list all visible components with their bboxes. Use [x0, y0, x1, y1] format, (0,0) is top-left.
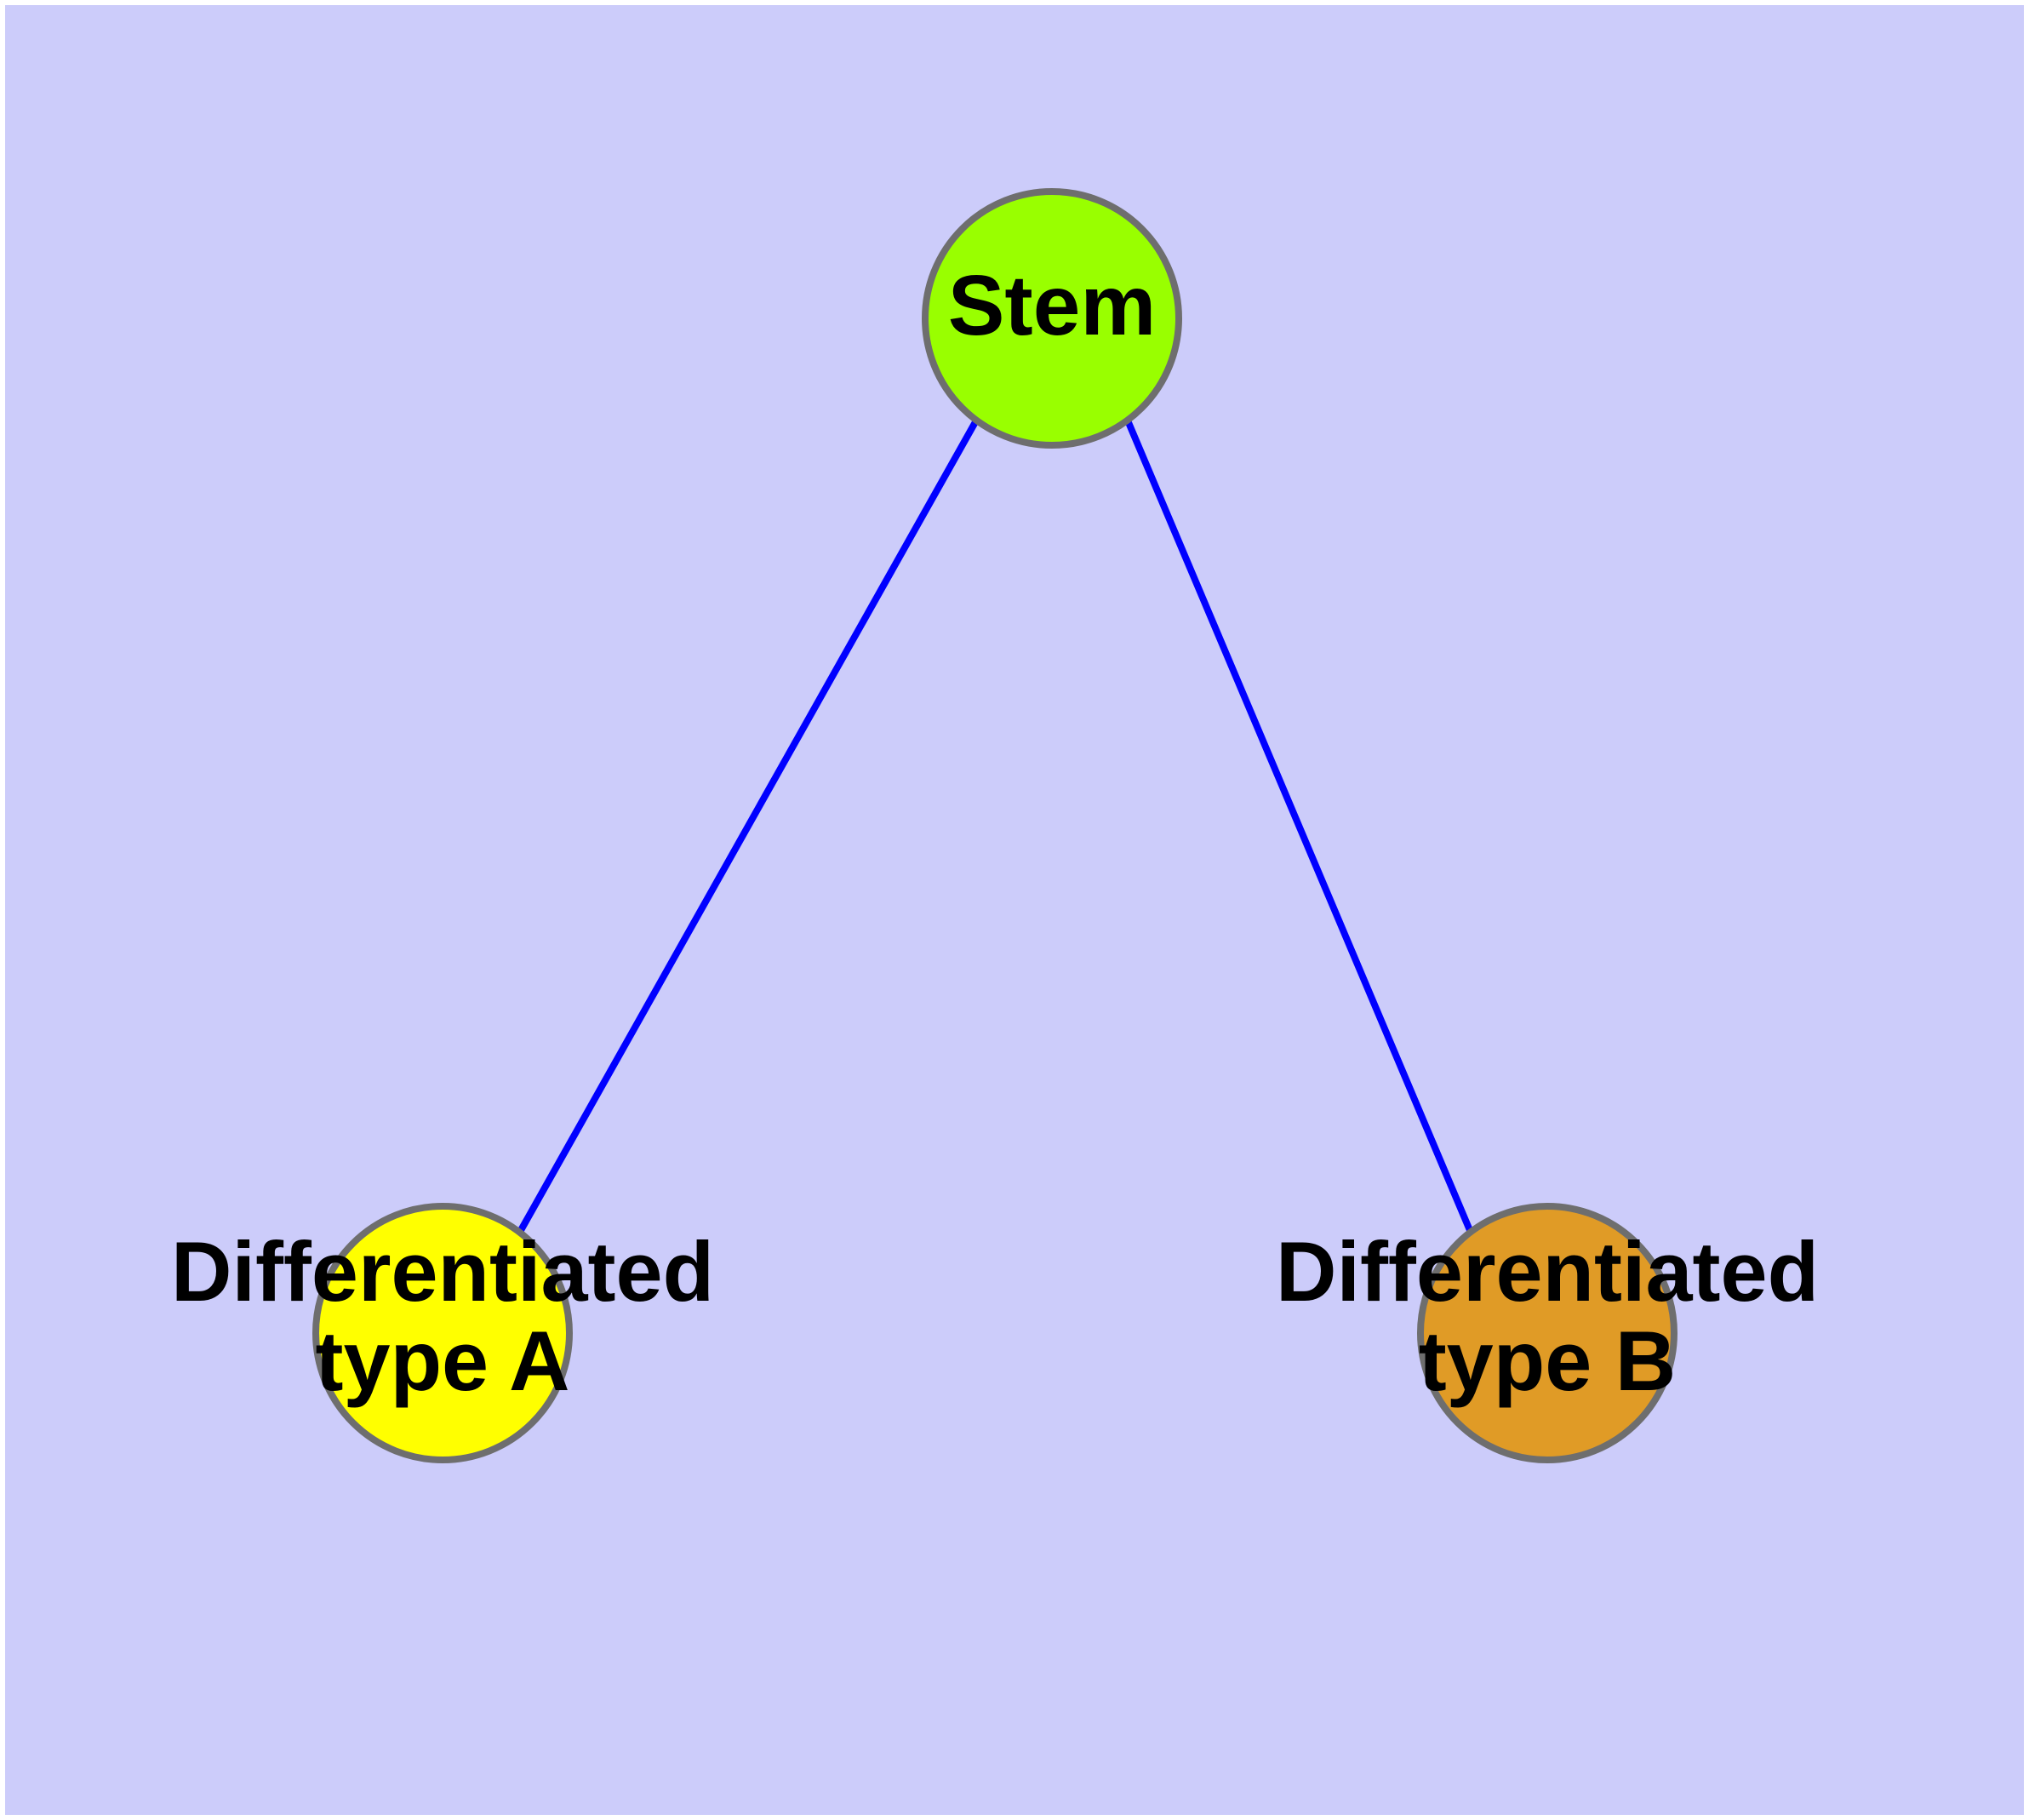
edge-stem-to-differentiated-type-a[interactable]	[517, 419, 980, 1233]
node-layer	[312, 188, 1677, 1463]
node-circle-stem[interactable]	[922, 188, 1182, 449]
edge-stem-to-differentiated-type-b[interactable]	[1124, 419, 1475, 1236]
node-circle-differentiated-type-a[interactable]	[312, 1203, 573, 1463]
node-circle-differentiated-type-b[interactable]	[1417, 1203, 1677, 1463]
edge-layer	[517, 419, 1475, 1236]
